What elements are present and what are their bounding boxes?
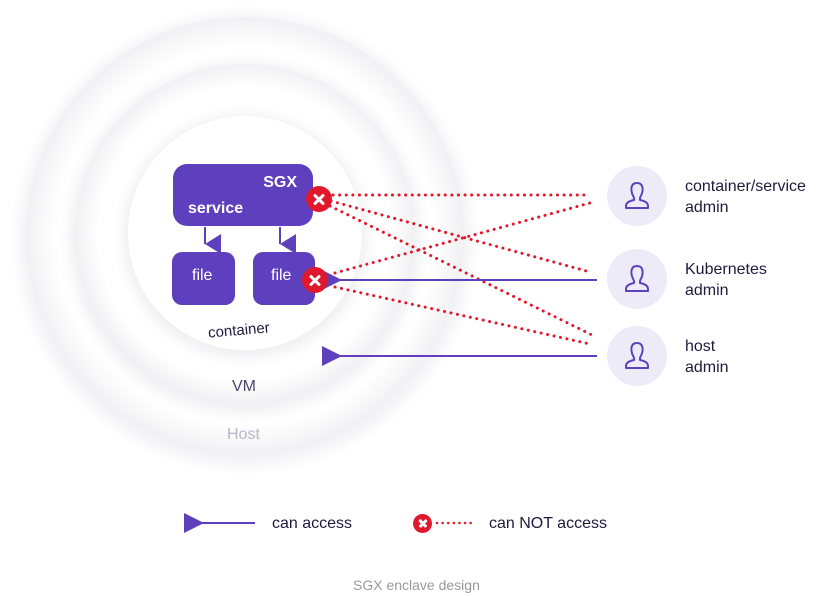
container-admin-avatar [607, 166, 667, 226]
host-admin-label: host admin [685, 338, 729, 376]
file-label: file [192, 267, 213, 284]
kubernetes-admin-avatar [607, 249, 667, 309]
host-admin-avatar [607, 326, 667, 386]
service-label: service [188, 200, 244, 217]
deny-line-kubernetes-admin-to-service [329, 199, 592, 274]
file-label: file [271, 267, 292, 284]
sgx-badge-label: SGX [263, 174, 297, 191]
legend-cannot-access-label: can NOT access [489, 515, 607, 532]
kubernetes-admin-label: Kubernetes admin [685, 261, 767, 299]
deny-x-icon-file [302, 267, 328, 293]
deny-x-icon-service [306, 186, 332, 212]
container-admin-label: container/service admin [685, 178, 806, 216]
user-icon [625, 265, 649, 292]
deny-line-host-admin-to-file [333, 285, 592, 346]
figure-caption: SGX enclave design [353, 577, 480, 593]
host-layer-label: Host [227, 426, 260, 443]
deny-line-container-admin-to-file [333, 201, 592, 275]
user-icon [625, 182, 649, 209]
file-box-1: file [172, 252, 235, 305]
vm-layer-label: VM [232, 378, 256, 395]
user-icon [625, 342, 649, 369]
sgx-service-box: SGX service [173, 164, 313, 226]
legend-can-access-label: can access [272, 515, 353, 532]
deny-line-host-admin-to-service [328, 204, 594, 337]
legend-deny-x-icon [413, 514, 432, 533]
